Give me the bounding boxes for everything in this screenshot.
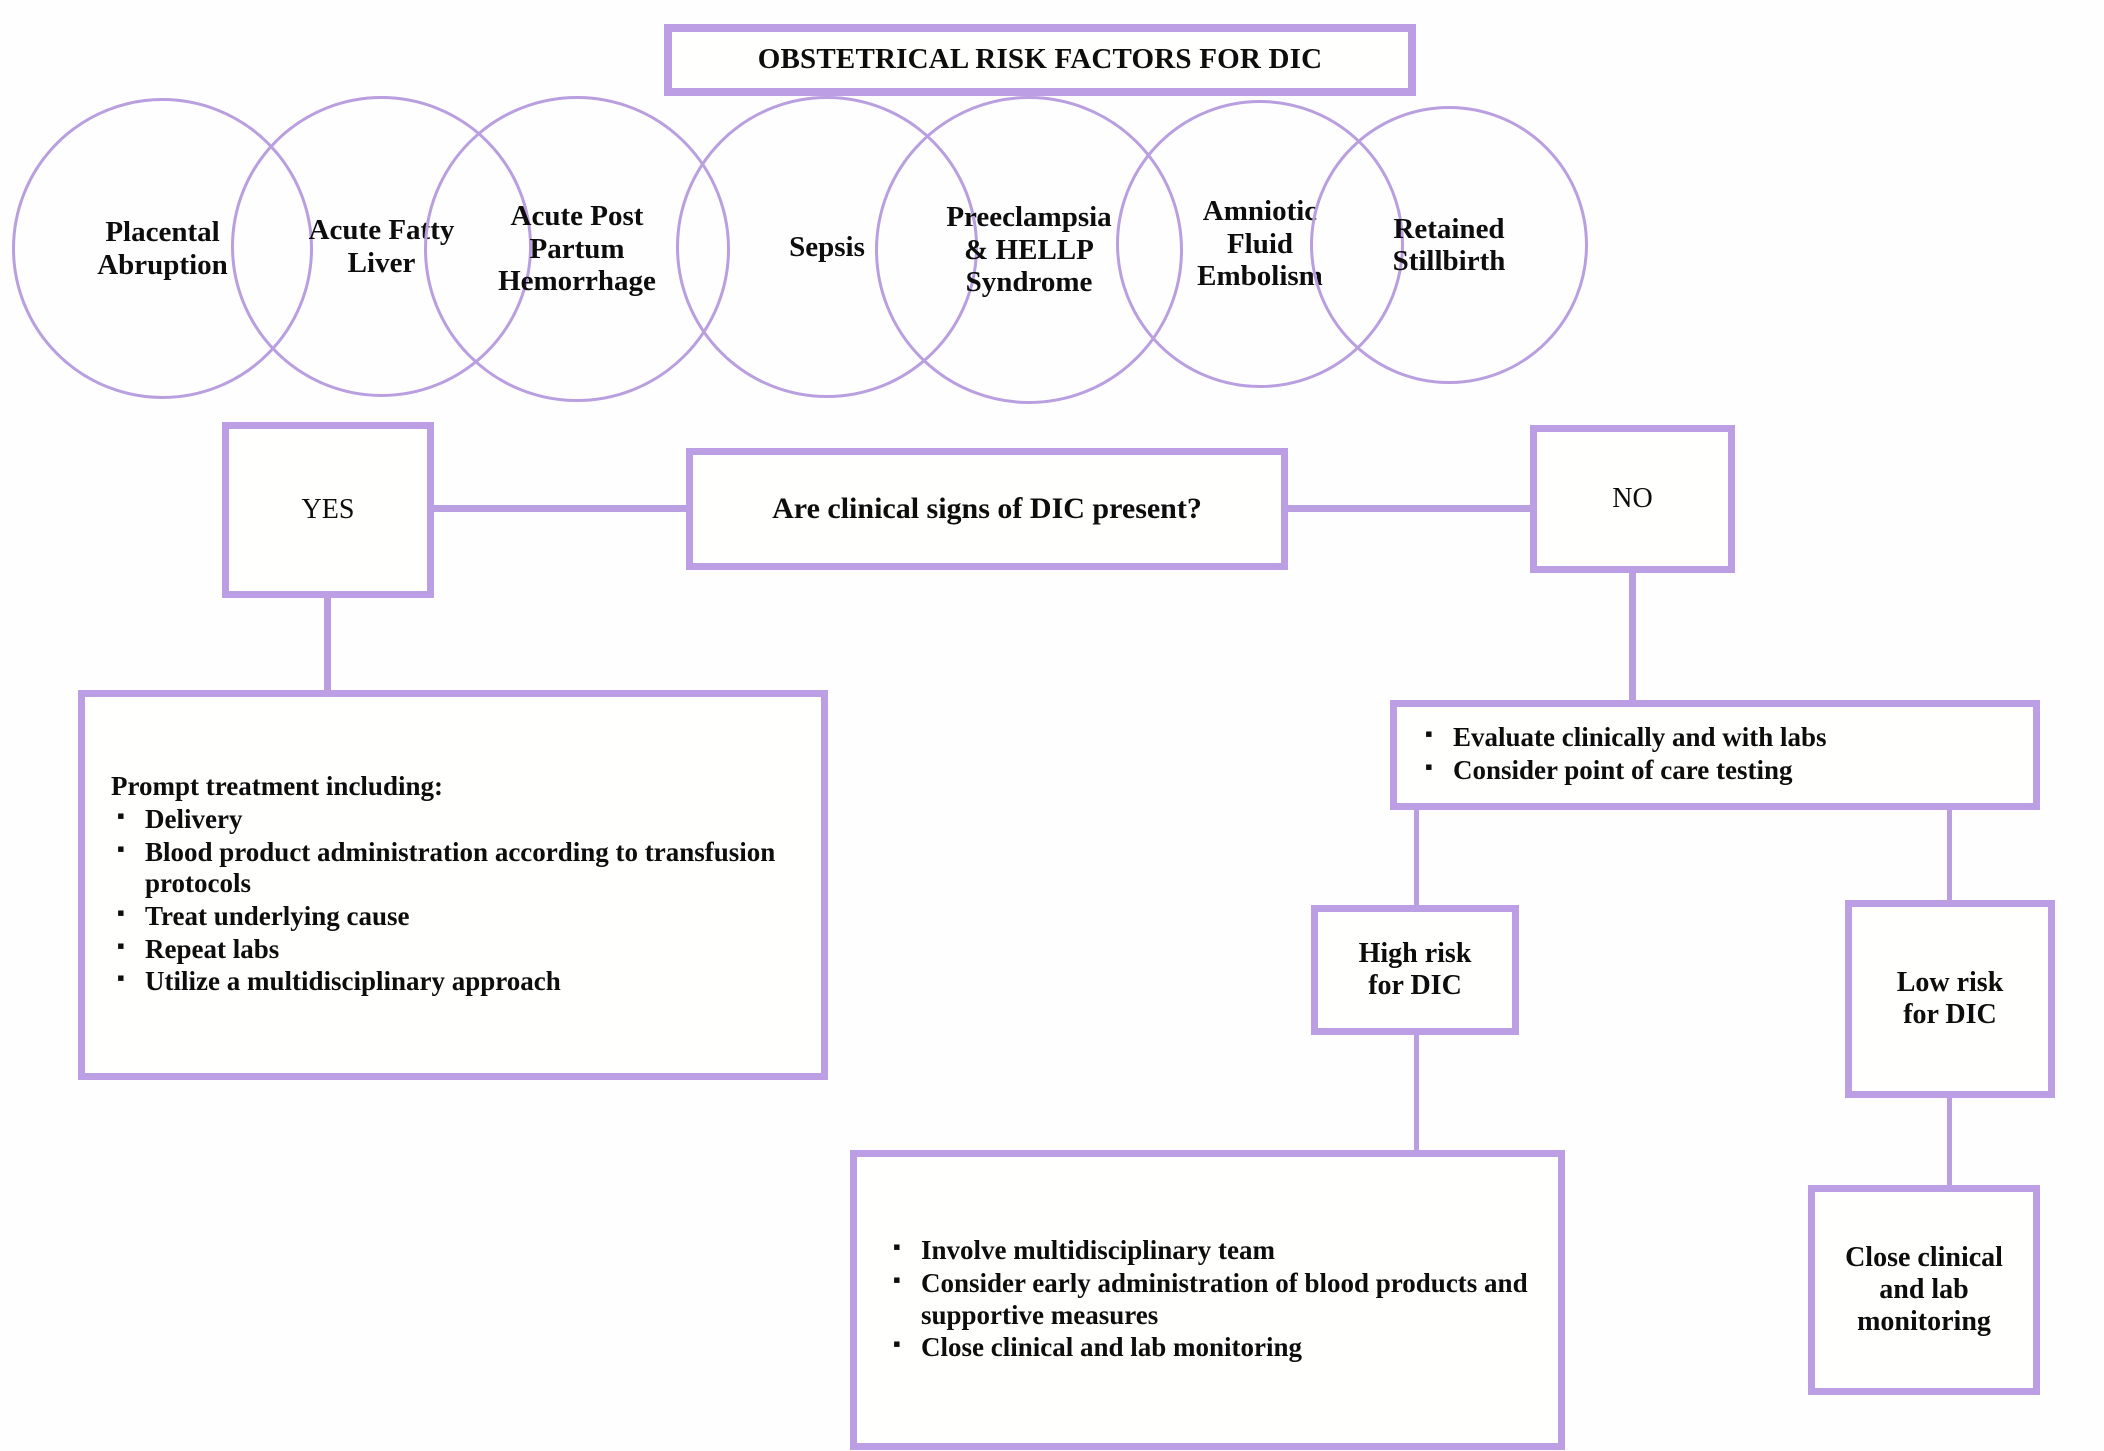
list-item: Involve multidisciplinary team [875, 1233, 1540, 1267]
low-risk-label: Low risk for DIC [1896, 966, 2004, 1030]
list-item: Close clinical and lab monitoring [875, 1330, 1540, 1364]
prompt-treatment-box: Prompt treatment including: Delivery Blo… [78, 690, 828, 1080]
connector-evaluate-to-highrisk [1414, 806, 1419, 908]
chart-title-box: OBSTETRICAL RISK FACTORS FOR DIC [664, 24, 1416, 96]
evaluate-box: Evaluate clinically and with labs Consid… [1390, 700, 2040, 810]
risk-circle-preeclampsia-hellp: Preeclampsia & HELLP Syndrome [875, 96, 1183, 404]
decision-question-text: Are clinical signs of DIC present? [772, 491, 1202, 525]
list-item: Consider point of care testing [1407, 753, 2023, 787]
risk-circle-label: Placental Abruption [97, 216, 228, 281]
connector-lowrisk-to-monitoring [1947, 1096, 1952, 1188]
high-risk-box[interactable]: High risk for DIC [1311, 905, 1519, 1035]
risk-circle-label: Amniotic Fluid Embolism [1197, 195, 1323, 293]
list-item: Treat underlying cause [99, 899, 807, 933]
list-item: Consider early administration of blood p… [875, 1266, 1540, 1331]
low-risk-box[interactable]: Low risk for DIC [1845, 900, 2055, 1098]
list-item: Delivery [99, 802, 807, 836]
high-risk-actions-list: Involve multidisciplinary team Consider … [875, 1233, 1540, 1364]
risk-circle-label: Acute Post Partum Hemorrhage [498, 200, 656, 298]
connector-no-to-evaluate [1629, 571, 1636, 704]
low-risk-action-text: Close clinical and lab monitoring [1845, 1241, 2003, 1338]
evaluate-list: Evaluate clinically and with labs Consid… [1407, 720, 2023, 787]
high-risk-actions-box: Involve multidisciplinary team Consider … [850, 1150, 1565, 1450]
low-risk-action-box: Close clinical and lab monitoring [1808, 1185, 2040, 1395]
connector-yes-to-question [430, 505, 690, 512]
no-branch-box[interactable]: NO [1530, 425, 1735, 573]
connector-evaluate-to-lowrisk [1947, 806, 1952, 904]
risk-circle-label: Retained Stillbirth [1392, 212, 1506, 277]
page-title: OBSTETRICAL RISK FACTORS FOR DIC [757, 43, 1323, 76]
connector-question-to-no [1284, 505, 1534, 512]
risk-circle-label: Sepsis [789, 230, 865, 263]
prompt-treatment-lead: Prompt treatment including: [111, 771, 443, 802]
risk-circle-label: Preeclampsia & HELLP Syndrome [946, 201, 1112, 299]
list-item: Evaluate clinically and with labs [1407, 720, 2023, 754]
decision-question-box[interactable]: Are clinical signs of DIC present? [686, 448, 1288, 570]
connector-yes-to-treatment [324, 596, 331, 694]
yes-branch-box[interactable]: YES [222, 422, 434, 598]
yes-label: YES [301, 493, 355, 525]
no-label: NO [1612, 482, 1653, 514]
high-risk-label: High risk for DIC [1358, 937, 1472, 1001]
list-item: Utilize a multidisciplinary approach [99, 964, 807, 998]
list-item: Repeat labs [99, 932, 807, 966]
prompt-treatment-list: Delivery Blood product administration ac… [99, 802, 807, 998]
list-item: Blood product administration according t… [99, 835, 807, 900]
risk-circle-retained-stillbirth: Retained Stillbirth [1310, 106, 1588, 384]
connector-highrisk-to-actions [1414, 1031, 1419, 1153]
